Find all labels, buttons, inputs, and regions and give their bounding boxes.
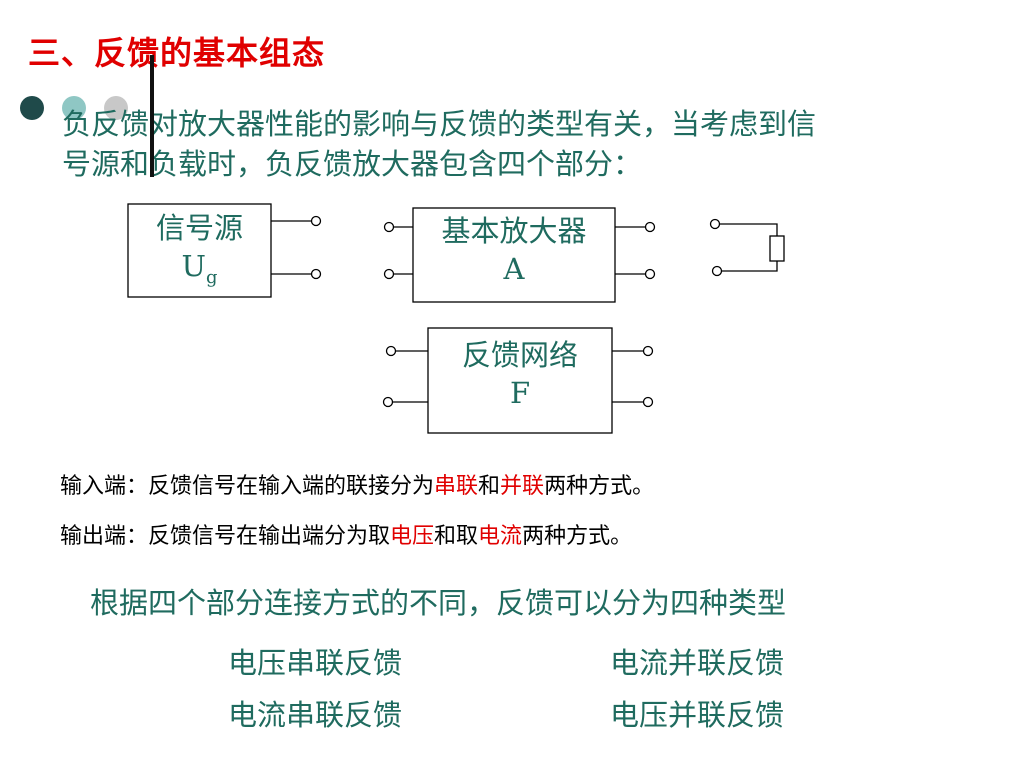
- intro-line-2: 号源和负载时，负反馈放大器包含四个部分：: [62, 147, 643, 181]
- fb-output-terminal-top: [642, 345, 654, 357]
- feedback-type-3: 电流串联反馈: [228, 698, 403, 732]
- output-note: 输出端：反馈信号在输出端分为取电压和取电流两种方式。: [60, 518, 632, 550]
- bullet-dot-2: [62, 96, 86, 120]
- feedback-type-4: 电压并联反馈: [610, 698, 785, 732]
- signal-source-symbol: Ug: [128, 247, 271, 297]
- feedback-network-name: 反馈网络: [461, 338, 578, 372]
- bullet-dot-1: [20, 96, 44, 120]
- input-note-suffix: 两种方式。: [544, 474, 655, 499]
- source-terminal-bottom: [310, 268, 322, 280]
- slide-title: 三、反馈的基本组态: [28, 34, 326, 72]
- output-note-voltage: 电压: [390, 524, 435, 549]
- signal-source-name: 信号源: [155, 211, 243, 245]
- amp-output-terminal-top: [644, 221, 656, 233]
- amp-input-terminal-bottom: [383, 268, 395, 280]
- load-terminal-top: [709, 218, 721, 230]
- feedback-network-symbol: F: [509, 376, 531, 410]
- output-note-current: 电流: [478, 524, 523, 549]
- bullet-dot-3: [104, 96, 128, 120]
- amp-input-terminal-top: [383, 221, 395, 233]
- output-note-and: 和取: [434, 524, 479, 549]
- feedback-network-label: 反馈网络 F: [428, 336, 612, 412]
- load-terminal-bottom: [711, 265, 723, 277]
- fb-output-terminal-bottom: [642, 396, 654, 408]
- text-cursor-bar: [150, 55, 154, 177]
- input-note-prefix: 输入端：反馈信号在输入端的联接分为: [60, 474, 435, 499]
- fb-input-terminal-top: [385, 345, 397, 357]
- feedback-network-box: [427, 327, 613, 434]
- load-wire-bottom: [722, 261, 778, 272]
- fb-input-terminal-bottom: [382, 396, 394, 408]
- signal-source-label: 信号源 Ug: [128, 209, 271, 297]
- output-note-suffix: 两种方式。: [522, 524, 633, 549]
- feedback-type-2: 电流并联反馈: [610, 646, 785, 680]
- signal-source-symbol-sub: g: [205, 266, 218, 288]
- basic-amplifier-symbol: A: [503, 252, 525, 286]
- output-note-prefix: 输出端：反馈信号在输出端分为取: [60, 524, 391, 549]
- basic-amplifier-label: 基本放大器 A: [413, 212, 615, 288]
- basic-amplifier-box: [412, 207, 616, 303]
- input-note: 输入端：反馈信号在输入端的联接分为串联和并联两种方式。: [60, 468, 654, 500]
- input-note-series: 串联: [434, 474, 479, 499]
- signal-source-box: [127, 203, 272, 298]
- input-note-parallel: 并联: [500, 474, 545, 499]
- signal-source-symbol-main: U: [181, 249, 206, 283]
- summary-text: 根据四个部分连接方式的不同，反馈可以分为四种类型: [90, 586, 787, 620]
- input-note-and: 和: [478, 474, 501, 499]
- amp-output-terminal-bottom: [644, 268, 656, 280]
- source-terminal-top: [310, 215, 322, 227]
- feedback-type-1: 电压串联反馈: [228, 646, 403, 680]
- load-wire-top: [720, 223, 778, 236]
- intro-line-1: 负反馈对放大器性能的影响与反馈的类型有关，当考虑到信: [62, 107, 817, 141]
- load-resistor: [769, 235, 785, 262]
- basic-amplifier-name: 基本放大器: [441, 214, 587, 248]
- intro-paragraph: 负反馈对放大器性能的影响与反馈的类型有关，当考虑到信 号源和负载时，负反馈放大器…: [62, 104, 982, 184]
